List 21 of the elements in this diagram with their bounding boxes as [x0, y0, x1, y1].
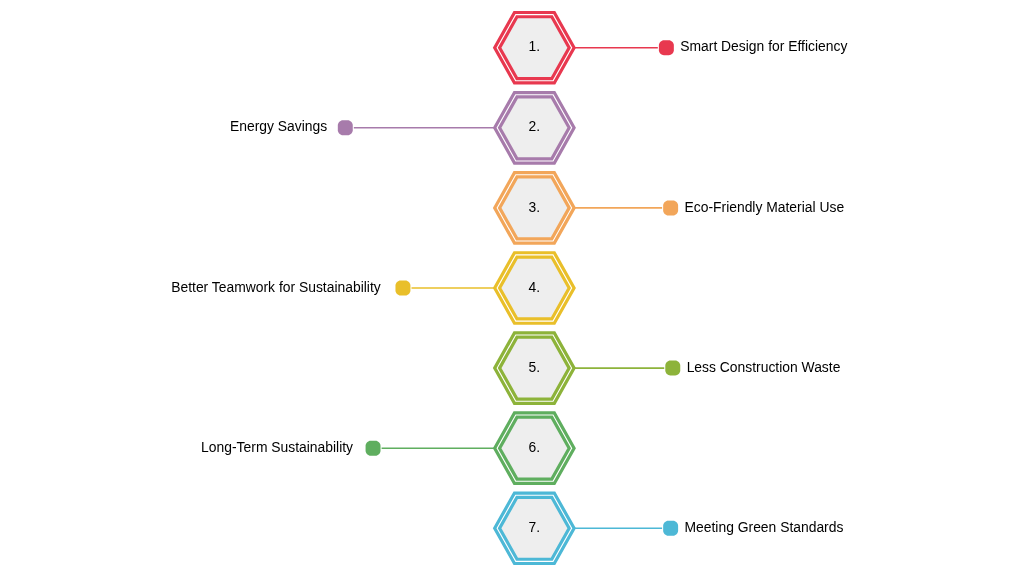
node-label: Energy Savings	[229, 118, 327, 135]
connector	[352, 127, 495, 129]
node-label: Long-Term Sustainability	[200, 438, 353, 455]
node-circle	[365, 440, 381, 456]
node-circle	[395, 280, 410, 296]
node-circle	[664, 360, 680, 376]
node-label: Smart Design for Efficiency	[679, 38, 847, 55]
node-circle	[662, 520, 678, 536]
connector	[572, 207, 663, 209]
connector	[410, 287, 495, 289]
connector	[380, 447, 495, 449]
node-label: Less Construction Waste	[686, 358, 840, 375]
connector	[572, 527, 663, 530]
node-circle	[337, 120, 353, 136]
node-label: Meeting Green Standards	[684, 518, 843, 535]
connector	[572, 367, 665, 369]
node-label: Eco-Friendly Material Use	[684, 198, 844, 215]
node-circle	[658, 40, 674, 56]
node-label: Better Teamwork for Sustainability	[170, 278, 381, 295]
node-circle	[662, 200, 678, 216]
connector	[572, 46, 659, 49]
